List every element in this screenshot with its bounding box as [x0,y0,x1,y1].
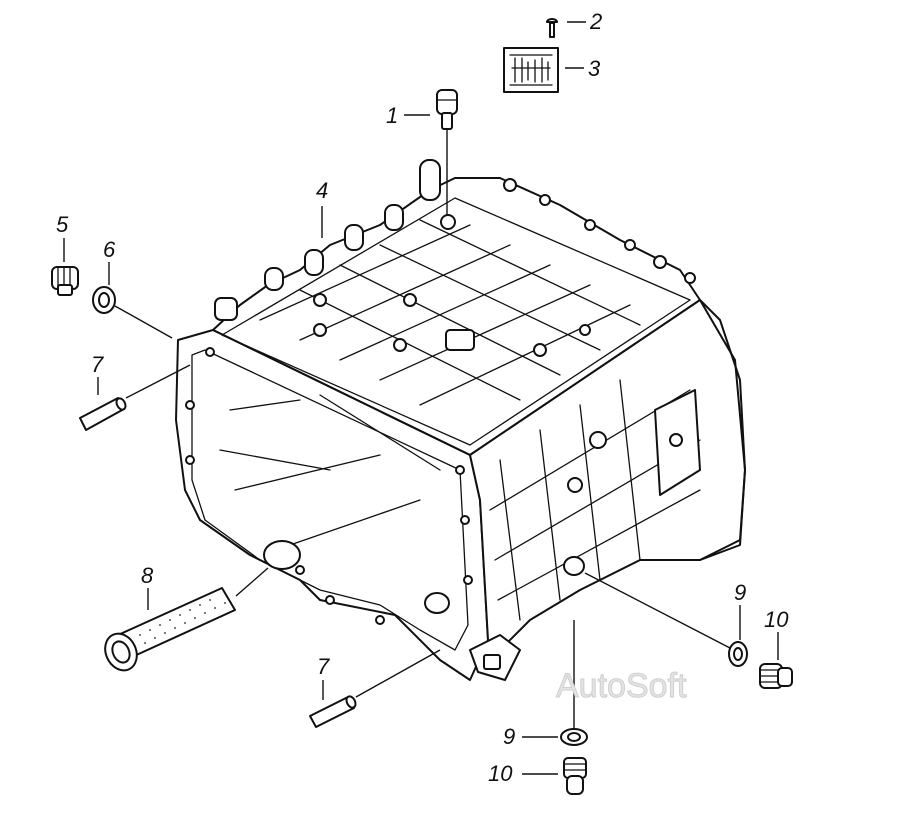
part-9-washer-right [584,572,748,667]
callout-10-right: 10 [764,607,789,632]
callout-7-upper: 7 [91,352,104,377]
callout-9-right: 9 [734,580,746,605]
part-10-plug-bottom [563,757,587,795]
callout-6: 6 [103,237,116,262]
callout-5: 5 [56,212,69,237]
part-9-washer-bottom [560,620,588,746]
part-6-washer [92,286,173,339]
callout-9-bottom: 9 [503,724,515,749]
part-7-dowel-pin-lower [309,649,441,728]
part-1-breather [436,89,458,215]
callout-4: 4 [316,178,328,203]
callout-1: 1 [386,103,398,128]
callout-7-lower: 7 [317,654,330,679]
gearbox-housing [175,159,746,681]
part-2-screw [546,18,558,38]
callout-3: 3 [588,56,601,81]
part-10-plug-right [759,663,793,689]
callout-8: 8 [141,563,154,588]
callout-2: 2 [589,9,602,34]
part-5-plug [51,266,79,296]
watermark: AutoSoft [556,667,687,705]
part-7-dowel-pin-upper [79,364,191,431]
part-8-sleeve [104,567,269,672]
callout-leaders [63,21,779,775]
callout-10-bottom: 10 [488,761,513,786]
part-3-plate [503,47,559,93]
